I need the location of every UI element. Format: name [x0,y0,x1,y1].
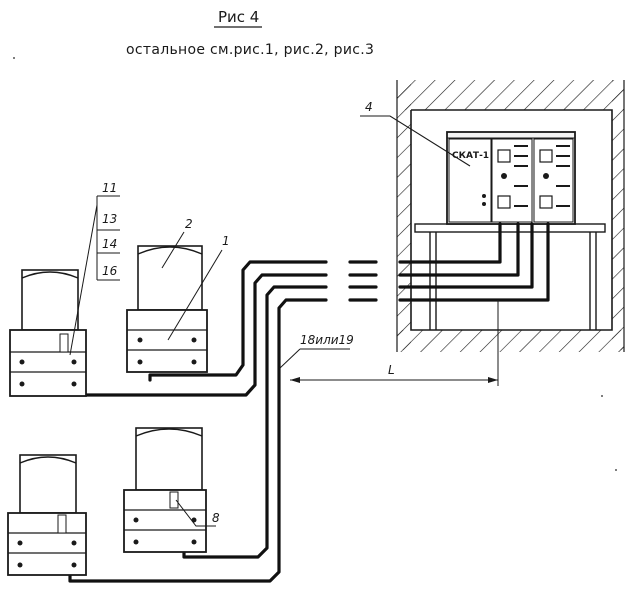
leader-18or19 [279,348,301,369]
figure-title: Рис 4 [218,8,259,26]
dimension-L-label: L [388,363,395,377]
callout-4: 4 [365,100,373,114]
dimension-L [290,300,499,386]
callout-16: 16 [102,264,118,278]
sensor-unit-bottom-left [7,454,87,576]
callout-1: 1 [222,234,230,248]
mounting-shelf [414,223,606,330]
scan-speck [601,395,603,397]
leader-4 [360,115,471,167]
callout-11: 11 [102,181,117,195]
leader-2 [161,231,185,269]
sensor-unit-top-left [9,269,87,397]
callout-14: 14 [102,237,117,251]
figure-subtitle: остальное см.рис.1, рис.2, рис.3 [126,42,374,58]
callout-13: 13 [102,212,117,226]
callout-2: 2 [185,217,193,231]
wall-niche [396,80,625,352]
scan-speck [13,57,15,59]
device-label: СКАТ-1 [452,151,489,161]
cable-bundle [62,222,550,583]
leader-8 [175,499,216,527]
callout-stack [69,195,120,356]
sensor-unit-bottom-middle [123,427,207,553]
callout-8: 8 [212,511,220,525]
sensor-unit-top-middle [126,245,208,373]
skat-device: СКАТ-1 [446,131,576,225]
callout-18or19: 18или19 [300,333,354,347]
scan-speck [615,469,617,471]
leader-1 [167,249,223,341]
